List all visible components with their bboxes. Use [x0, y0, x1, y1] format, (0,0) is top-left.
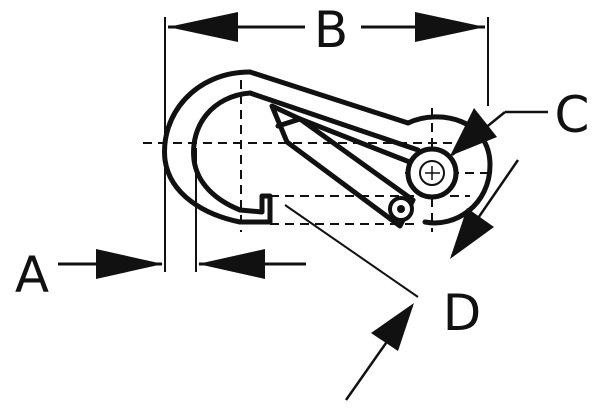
gate-pivot-inner	[397, 205, 405, 213]
spine-lower-edge	[247, 90, 421, 153]
gate-pivot	[388, 196, 414, 222]
hook-inner-contour	[191, 90, 253, 213]
eye-hole	[405, 146, 459, 200]
arrowhead-a-left	[96, 249, 163, 279]
dimension-d: D	[284, 159, 520, 401]
label-b: B	[314, 1, 348, 59]
arrowhead-b-left	[168, 12, 238, 42]
gate-hinge-line	[275, 116, 303, 129]
dimension-a: A	[15, 246, 306, 304]
dimension-c: C	[450, 86, 589, 156]
arrowhead-b-right	[415, 12, 485, 42]
label-b-backdrop	[305, 0, 361, 56]
label-c: C	[555, 86, 590, 144]
label-d: D	[443, 284, 482, 342]
arrowhead-d-upper	[450, 208, 494, 259]
extension-line-d-outer	[284, 204, 419, 298]
dimension-b: B	[168, 0, 485, 59]
hook-outer-contour	[162, 69, 253, 225]
arrowhead-d-lower	[371, 303, 414, 351]
eye-outer-ring	[405, 114, 493, 226]
spine-upper-edge	[247, 69, 411, 126]
label-a: A	[15, 246, 49, 304]
hook-nose	[237, 193, 273, 225]
arrowhead-a-right	[198, 249, 265, 279]
